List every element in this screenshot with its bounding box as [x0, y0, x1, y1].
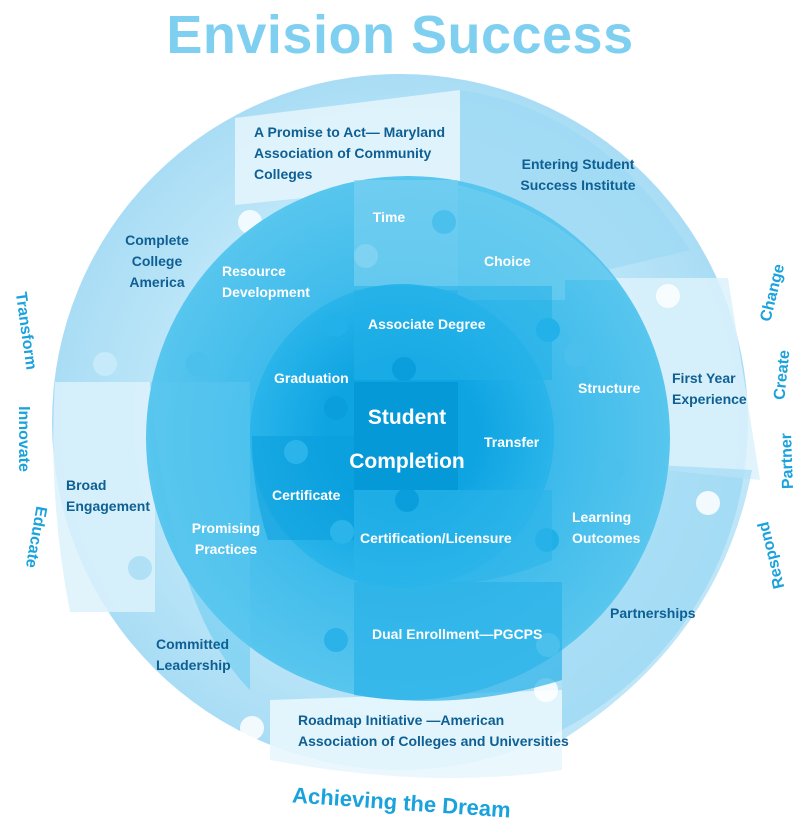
knob [395, 488, 419, 512]
knob [240, 716, 264, 740]
side-word-innovate: Innovate [14, 406, 32, 472]
label-roadmap-initiative: Roadmap Initiative —American Association… [298, 712, 569, 749]
label-certificate: Certificate [272, 487, 341, 503]
center-label-student: Student [367, 406, 447, 429]
knob [536, 318, 560, 342]
knob [354, 244, 378, 268]
knob [93, 352, 117, 376]
knob [324, 396, 348, 420]
inner-piece-certification [354, 490, 552, 585]
knob [392, 357, 416, 381]
middle-piece-left [150, 382, 250, 690]
label-transfer: Transfer [484, 434, 540, 450]
knob [284, 440, 308, 464]
label-first-year-experience: First Year Experience [672, 370, 747, 407]
label-partnerships: Partnerships [610, 605, 696, 621]
knob [432, 210, 456, 234]
center-label-completion: Completion [349, 450, 465, 473]
center-piece [354, 382, 458, 490]
label-associate-degree: Associate Degree [368, 316, 486, 332]
knob [656, 284, 680, 308]
side-word-partner: Partner [778, 432, 797, 490]
label-resource-development: Resource Development [222, 263, 310, 300]
middle-piece-time [354, 180, 458, 290]
inner-piece-certificate [252, 436, 354, 540]
knob [330, 520, 354, 544]
label-broad-engagement: Broad Engagement [66, 477, 151, 514]
label-choice: Choice [484, 253, 531, 269]
knob [324, 313, 348, 337]
label-structure: Structure [578, 380, 641, 396]
page-title: Envision Success [166, 5, 634, 65]
label-learning-outcomes: Learning Outcomes [572, 509, 641, 546]
middle-piece-choice [458, 185, 615, 300]
knob [600, 458, 624, 482]
knob [536, 633, 560, 657]
knob [186, 352, 210, 376]
label-dual-enrollment: Dual Enrollment—PGCPS [372, 626, 543, 642]
outer-piece-left [53, 382, 155, 612]
inner-piece-associate [354, 286, 552, 380]
label-graduation: Graduation [274, 370, 349, 386]
label-promise-to-act: A Promise to Act— Maryland Association o… [254, 124, 446, 182]
knob [324, 628, 348, 652]
outer-piece-bottom [270, 690, 562, 778]
knob [128, 556, 152, 580]
label-complete-college-america: Complete College America [125, 232, 189, 290]
label-time: Time [372, 209, 406, 225]
middle-piece-dual [354, 582, 562, 701]
knob [564, 343, 588, 367]
label-promising-practices: Promising Practices [191, 520, 261, 557]
knob [696, 491, 720, 515]
label-committed-leadership: Committed Leadership [156, 636, 231, 673]
label-certification-licensure: Certification/Licensure [360, 530, 512, 546]
label-entering-student-success: Entering Student Success Institute [520, 156, 636, 193]
